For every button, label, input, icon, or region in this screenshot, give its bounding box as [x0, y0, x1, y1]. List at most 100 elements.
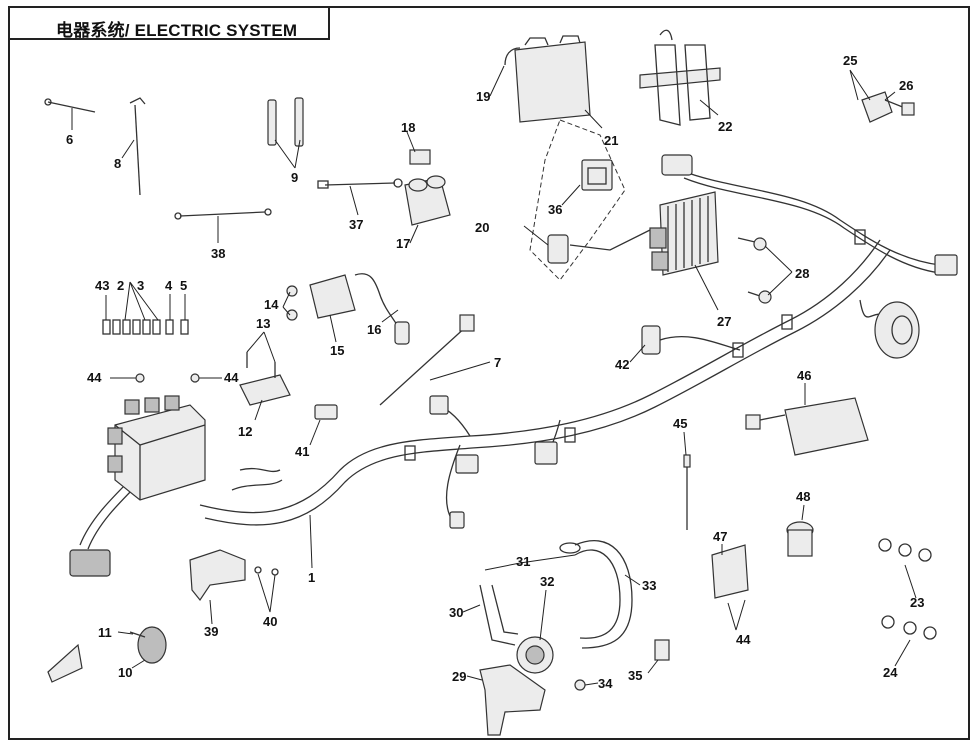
- ignition-coil-15: [309, 274, 356, 319]
- battery-46: [745, 397, 869, 456]
- callout-36: 36: [548, 202, 562, 217]
- callout-11: 11: [98, 625, 112, 640]
- spark-plug-cap-16: [354, 273, 410, 345]
- callout-15: 15: [330, 343, 344, 358]
- bolts-14: [286, 285, 298, 321]
- callout-3: 3: [137, 278, 144, 293]
- cap-18: [409, 149, 431, 165]
- leader-lines: [71, 65, 917, 686]
- screws-28: [737, 237, 772, 304]
- callout-40: 40: [263, 614, 277, 629]
- callout-38: 38: [211, 246, 225, 261]
- callout-23: 23: [910, 595, 924, 610]
- callout-44a: 44: [87, 370, 102, 385]
- fuse-relay-box: [107, 395, 206, 501]
- callout-16: 16: [367, 322, 381, 337]
- callout-12: 12: [238, 424, 252, 439]
- battery: [504, 35, 591, 123]
- callout-46: 46: [797, 368, 811, 383]
- callout-32: 32: [540, 574, 554, 589]
- wire-38: [174, 208, 272, 220]
- callout-39: 39: [204, 624, 218, 639]
- cable-tie-8: [129, 97, 146, 196]
- callout-14: 14: [264, 297, 279, 312]
- callout-21: 21: [604, 133, 618, 148]
- starter-relay-17: [404, 175, 451, 226]
- callout-44b: 44: [224, 370, 239, 385]
- callout-42: 42: [615, 357, 629, 372]
- screw-44b: [190, 373, 200, 383]
- callout-31: 31: [516, 554, 530, 569]
- callout-48: 48: [796, 489, 810, 504]
- callout-5: 5: [180, 278, 187, 293]
- callout-1: 1: [308, 570, 315, 585]
- callout-44c: 44: [736, 632, 751, 647]
- pump-32: [516, 636, 554, 674]
- sensor-42: [641, 325, 661, 355]
- callout-29: 29: [452, 669, 466, 684]
- callout-7: 7: [494, 355, 501, 370]
- battery-bracket: [639, 29, 721, 126]
- screw-44a: [135, 373, 145, 383]
- main-wiring-harness: [69, 154, 958, 577]
- title-box: 电器系统/ ELECTRIC SYSTEM: [8, 6, 330, 40]
- callout-6: 6: [66, 132, 73, 147]
- cable-tie-7: [379, 324, 469, 406]
- callout-47: 47: [713, 529, 727, 544]
- bracket-29: [479, 664, 546, 736]
- callout-17: 17: [396, 236, 410, 251]
- callout-34: 34: [598, 676, 613, 691]
- callout-45: 45: [673, 416, 687, 431]
- sensor-35: [654, 639, 670, 661]
- bracket-47: [711, 544, 749, 599]
- callout-13: 13: [256, 316, 270, 331]
- callout-26: 26: [899, 78, 913, 93]
- hose-30: [479, 584, 519, 646]
- callout-28: 28: [795, 266, 809, 281]
- callout-33: 33: [642, 578, 656, 593]
- cdi-unit-12: [239, 374, 291, 406]
- hose-33: [574, 540, 633, 649]
- bracket-39: [189, 549, 246, 602]
- callout-30: 30: [449, 605, 463, 620]
- clamp-31: [559, 542, 581, 554]
- wire-37: [317, 178, 403, 189]
- sensor-45: [683, 454, 691, 530]
- connector-41: [314, 404, 338, 420]
- callout-37: 37: [349, 217, 363, 232]
- callout-9: 9: [291, 170, 298, 185]
- screws-13: [246, 352, 276, 378]
- callout-labels: 6 8 9 37 38 17 18 19 21 20 36 22 25 26 2…: [66, 53, 924, 691]
- grommets-24: [881, 615, 937, 640]
- horn-10: [129, 626, 167, 664]
- callout-20: 20: [475, 220, 489, 235]
- callout-35: 35: [628, 668, 642, 683]
- callout-24: 24: [883, 665, 898, 680]
- callout-8: 8: [114, 156, 121, 171]
- fuse-row: [102, 319, 189, 335]
- clip-7: [459, 314, 475, 332]
- callout-2: 2: [117, 278, 124, 293]
- callout-25: 25: [843, 53, 857, 68]
- cable-ties-9: [267, 97, 304, 147]
- connector-20: [547, 234, 569, 264]
- callout-18: 18: [401, 120, 415, 135]
- voltage-regulator: [649, 191, 719, 276]
- switch-48: [786, 521, 814, 557]
- callout-27: 27: [717, 314, 731, 329]
- cable-tie-6: [44, 98, 96, 113]
- bracket-part: [47, 643, 83, 683]
- screws-40: [254, 566, 279, 576]
- sensor-26: [861, 91, 915, 123]
- relay-36: [581, 159, 613, 191]
- diagram-frame: [8, 6, 970, 740]
- page-title: 电器系统/ ELECTRIC SYSTEM: [56, 21, 298, 40]
- grommets-23: [878, 538, 932, 562]
- battery-cable-outline: [529, 119, 626, 281]
- bolt-34: [574, 679, 586, 691]
- callout-41: 41: [295, 444, 309, 459]
- callout-22: 22: [718, 119, 732, 134]
- callout-4: 4: [165, 278, 173, 293]
- callout-19: 19: [476, 89, 490, 104]
